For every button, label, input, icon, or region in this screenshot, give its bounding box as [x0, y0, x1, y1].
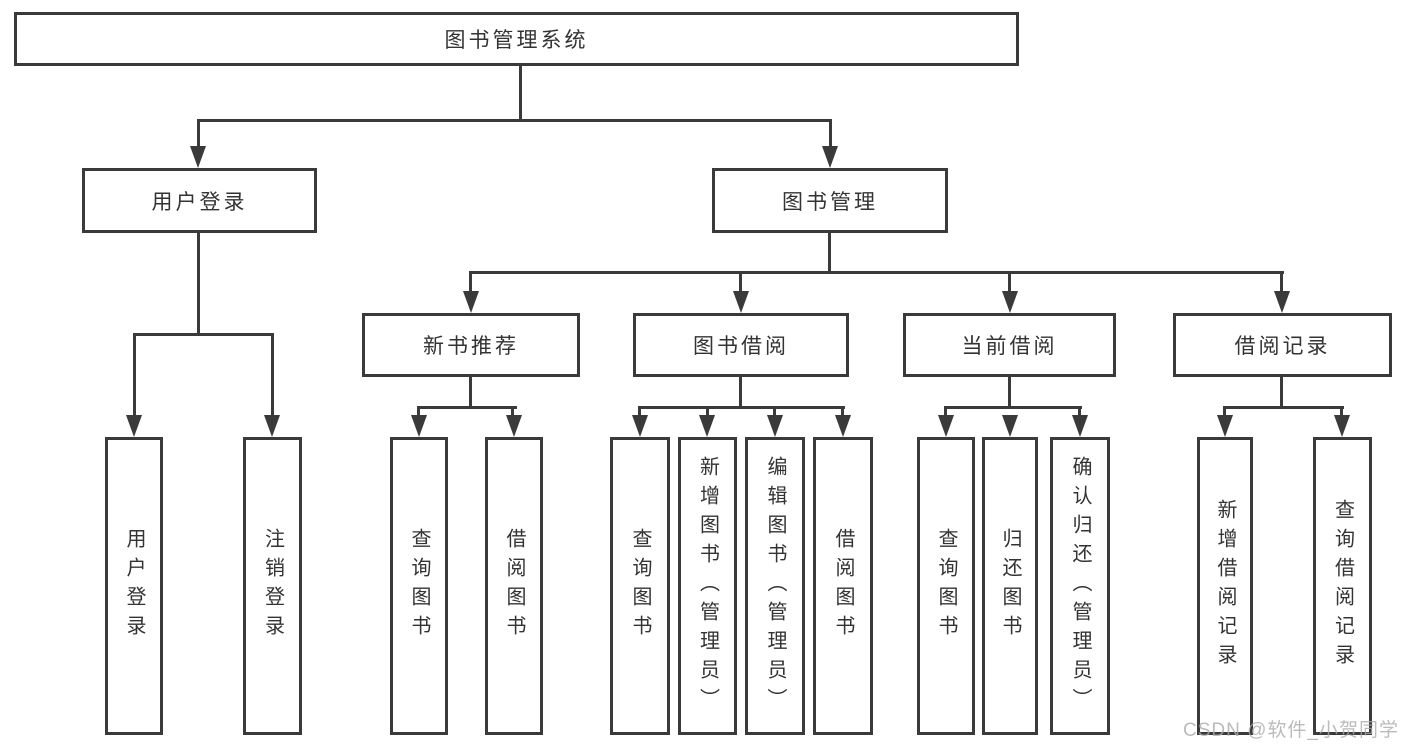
csdn-watermark: CSDN @软件_小贺同学	[1183, 720, 1399, 741]
leaf-label: 借阅图书	[832, 528, 854, 644]
connector-line	[1078, 406, 1081, 417]
arrow-down-icon	[190, 146, 206, 168]
connector-line	[1340, 406, 1343, 417]
node-book-borrow: 图书借阅	[633, 313, 849, 377]
arrow-down-icon	[411, 415, 427, 437]
arrow-down-icon	[463, 291, 479, 313]
leaf-edit-books-admin: 编辑图书（管理员）	[745, 437, 805, 735]
node-label: 当前借阅	[961, 335, 1058, 358]
arrow-down-icon	[264, 415, 280, 437]
node-label: 图书借阅	[693, 335, 789, 358]
arrow-down-icon	[1002, 415, 1018, 437]
leaf-label: 查询图书	[629, 528, 651, 644]
connector-line	[1223, 406, 1344, 409]
connector-line	[739, 271, 742, 292]
leaf-logout: 注销登录	[243, 437, 302, 735]
leaf-label: 查询借阅记录	[1331, 499, 1354, 673]
connector-line	[829, 119, 832, 148]
connector-line	[1008, 377, 1011, 409]
arrow-down-icon	[733, 291, 749, 313]
connector-line	[470, 271, 1284, 274]
connector-line	[841, 406, 844, 417]
node-borrow-record: 借阅记录	[1173, 313, 1392, 377]
connector-line	[197, 233, 200, 336]
leaf-query-borrow-record: 查询借阅记录	[1313, 437, 1372, 735]
arrow-down-icon	[938, 415, 954, 437]
leaf-query-books: 查询图书	[610, 437, 670, 735]
leaf-label: 用户登录	[123, 528, 145, 644]
node-library-management-system: 图书管理系统	[14, 12, 1019, 66]
connector-line	[739, 377, 742, 409]
arrow-down-icon	[1334, 415, 1350, 437]
connector-line	[1008, 271, 1011, 292]
connector-line	[197, 119, 200, 148]
connector-line	[469, 271, 472, 292]
connector-line	[469, 377, 472, 409]
node-book-management: 图书管理	[712, 168, 948, 233]
leaf-borrow-books-recommend: 借阅图书	[485, 437, 543, 735]
leaf-add-borrow-record: 新增借阅记录	[1197, 437, 1253, 735]
node-label: 新书推荐	[423, 335, 519, 358]
leaf-label: 编辑图书（管理员）	[764, 455, 786, 717]
arrow-down-icon	[767, 415, 783, 437]
connector-line	[944, 406, 1082, 409]
leaf-user-login: 用户登录	[105, 437, 163, 735]
connector-line	[511, 406, 514, 417]
node-label: 图书管理	[782, 190, 878, 214]
arrow-down-icon	[699, 415, 715, 437]
leaf-label: 查询图书	[408, 528, 430, 644]
connector-line	[1223, 406, 1226, 417]
connector-line	[706, 406, 709, 417]
connector-line	[417, 406, 517, 409]
arrow-down-icon	[1274, 291, 1290, 313]
arrow-down-icon	[1217, 415, 1233, 437]
connector-line	[519, 66, 522, 121]
leaf-label: 新增借阅记录	[1214, 499, 1236, 673]
connector-line	[773, 406, 776, 417]
leaf-label: 查询图书	[935, 528, 957, 644]
arrow-down-icon	[506, 415, 522, 437]
leaf-borrow-books: 借阅图书	[813, 437, 873, 735]
connector-line	[197, 119, 832, 122]
connector-line	[133, 333, 136, 415]
leaf-label: 新增图书（管理员）	[696, 455, 719, 717]
connector-line	[271, 333, 274, 415]
arrow-down-icon	[632, 415, 648, 437]
node-label: 图书管理系统	[444, 29, 589, 52]
leaf-return-books: 归还图书	[982, 437, 1038, 735]
leaf-query-books-current: 查询图书	[917, 437, 975, 735]
node-new-book-recommend: 新书推荐	[362, 313, 580, 377]
connector-line	[828, 233, 831, 274]
connector-line	[417, 406, 420, 417]
leaf-label: 注销登录	[261, 528, 284, 644]
connector-line	[1280, 377, 1283, 409]
leaf-add-books-admin: 新增图书（管理员）	[678, 437, 737, 735]
arrow-down-icon	[126, 415, 142, 437]
leaf-label: 确认归还（管理员）	[1069, 455, 1091, 717]
node-label: 用户登录	[151, 190, 248, 214]
connector-line	[133, 333, 274, 336]
node-current-borrow: 当前借阅	[903, 313, 1116, 377]
connector-line	[944, 406, 947, 417]
connector-line	[638, 406, 641, 417]
connector-line	[638, 406, 845, 409]
arrow-down-icon	[1002, 291, 1018, 313]
arrow-down-icon	[1072, 415, 1088, 437]
arrow-down-icon	[835, 415, 851, 437]
leaf-label: 借阅图书	[503, 528, 525, 644]
arrow-down-icon	[822, 146, 838, 168]
node-user-login: 用户登录	[82, 168, 317, 233]
leaf-query-books-recommend: 查询图书	[390, 437, 448, 735]
node-label: 借阅记录	[1234, 335, 1331, 358]
leaf-confirm-return-admin: 确认归还（管理员）	[1050, 437, 1110, 735]
leaf-label: 归还图书	[999, 528, 1021, 644]
connector-line	[1280, 271, 1283, 292]
